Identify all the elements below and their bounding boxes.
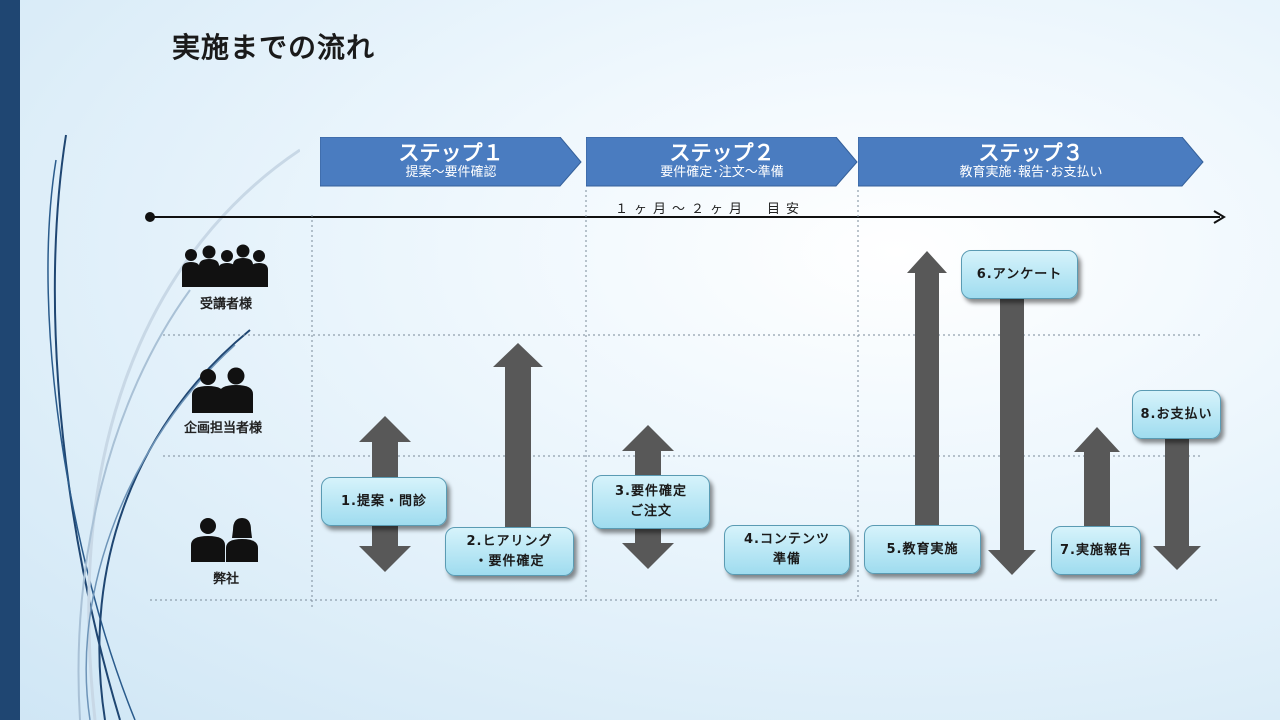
process-box-6: 6.アンケート — [961, 250, 1078, 299]
role-participants: 受講者様 — [166, 243, 286, 312]
decorative-curves — [47, 134, 300, 720]
up-arrow-training — [907, 251, 947, 535]
step-1-chevron: ステップ１ 提案～要件確認 — [320, 137, 582, 187]
step-1-subtitle: 提案～要件確認 — [405, 165, 497, 180]
process-box-4-label-2: 準備 — [772, 552, 801, 567]
group-of-people-icon — [182, 244, 268, 287]
process-box-5: 5.教育実施 — [864, 525, 981, 574]
role-planner: 企画担当者様 — [163, 367, 283, 436]
step-3-chevron: ステップ３ 教育実施･報告･お支払い — [858, 137, 1204, 187]
role-planner-label: 企画担当者様 — [183, 421, 262, 436]
role-participants-label: 受講者様 — [199, 297, 252, 312]
process-box-1: 1.提案・問診 — [321, 477, 447, 526]
process-box-2-label-2: ・要件確定 — [474, 553, 545, 569]
up-arrow-hearing — [493, 343, 543, 535]
role-our-company: 弊社 — [166, 516, 286, 587]
process-box-7-label: 7.実施報告 — [1060, 542, 1132, 558]
left-sidebar-bar — [0, 0, 20, 720]
role-our-company-label: 弊社 — [212, 572, 239, 587]
process-box-8-label: 8.お支払い — [1140, 406, 1213, 422]
down-arrow-survey — [988, 295, 1036, 575]
process-box-8: 8.お支払い — [1132, 390, 1221, 439]
process-box-4-label: 4.コンテンツ — [744, 532, 830, 547]
process-box-2: 2.ヒアリング ・要件確定 — [445, 527, 574, 576]
two-business-people-icon — [192, 367, 253, 413]
process-box-2-label: 2.ヒアリング — [466, 533, 553, 549]
page-title: 実施までの流れ — [172, 31, 376, 64]
step-3-title: ステップ３ — [978, 141, 1084, 165]
process-box-3-label: 3.要件確定 — [615, 484, 687, 499]
up-arrow-report — [1074, 427, 1120, 535]
step-3-subtitle: 教育実施･報告･お支払い — [959, 165, 1103, 180]
process-box-5-label: 5.教育実施 — [886, 541, 959, 557]
process-box-7: 7.実施報告 — [1051, 526, 1141, 575]
step-2-title: ステップ２ — [669, 141, 775, 165]
step-1-title: ステップ１ — [398, 141, 504, 165]
timeline-label: １ヶ月～２ヶ月 目安 — [614, 202, 805, 217]
step-2-chevron: ステップ２ 要件確定･注文～準備 — [586, 137, 858, 187]
process-box-3-label-2: ご注文 — [629, 504, 672, 519]
process-box-1-label: 1.提案・問診 — [341, 493, 427, 509]
process-box-3: 3.要件確定 ご注文 — [592, 475, 710, 529]
process-box-6-label: 6.アンケート — [976, 266, 1063, 282]
down-arrow-payment — [1153, 432, 1201, 570]
timeline-axis — [145, 210, 1226, 224]
process-box-4: 4.コンテンツ 準備 — [724, 525, 850, 575]
step-2-subtitle: 要件確定･注文～準備 — [660, 165, 784, 180]
man-and-woman-icon — [191, 518, 258, 562]
